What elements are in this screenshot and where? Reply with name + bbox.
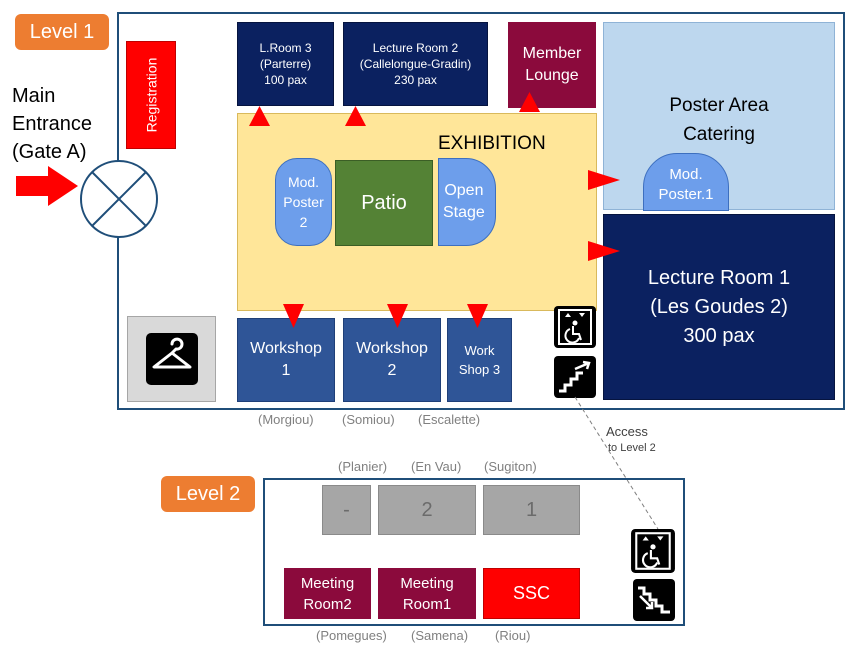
entrance-arrow-icon bbox=[16, 166, 78, 206]
room-2[interactable]: 2 bbox=[378, 485, 476, 535]
room-dash-alias: (Planier) bbox=[338, 459, 388, 474]
door-marker-lounge bbox=[519, 92, 540, 112]
lecture-room-2[interactable]: Lecture Room 2 (Callelongue-Gradin) 230 … bbox=[343, 22, 488, 106]
room-dash[interactable]: - bbox=[322, 485, 371, 535]
elevator-icon[interactable] bbox=[553, 305, 597, 349]
gate-icon[interactable] bbox=[78, 158, 160, 240]
lecture-room-3-pax: 100 pax bbox=[264, 73, 307, 87]
level1-badge: Level 1 bbox=[15, 14, 109, 50]
workshop-2[interactable]: Workshop 2 bbox=[343, 318, 441, 402]
patio[interactable]: Patio bbox=[335, 160, 433, 246]
access-label: Access bbox=[606, 424, 648, 439]
ssc-room[interactable]: SSC bbox=[483, 568, 580, 619]
room-1[interactable]: 1 bbox=[483, 485, 580, 535]
workshop-3-alias: (Escalette) bbox=[418, 412, 481, 427]
ssc-alias: (Riou) bbox=[495, 628, 531, 643]
open-stage[interactable]: Open Stage bbox=[438, 158, 496, 246]
meeting-room-1-alias: (Samena) bbox=[411, 628, 469, 643]
access-sublabel: to Level 2 bbox=[608, 442, 656, 454]
door-marker-ws1 bbox=[283, 304, 304, 328]
mod-poster-2[interactable]: Mod. Poster 2 bbox=[275, 158, 332, 246]
stairs-up-icon[interactable] bbox=[553, 355, 597, 399]
workshop-3[interactable]: Work Shop 3 bbox=[447, 318, 512, 402]
workshop-2-alias: (Somiou) bbox=[342, 412, 395, 427]
door-marker-ws2 bbox=[387, 304, 408, 328]
member-lounge[interactable]: Member Lounge bbox=[508, 22, 596, 108]
elevator-icon[interactable] bbox=[630, 528, 676, 574]
lecture-room-3-name: L.Room 3 (Parterre) bbox=[259, 41, 312, 71]
meeting-room-2-alias: (Pomegues) bbox=[316, 628, 387, 643]
door-marker-poster bbox=[588, 170, 620, 190]
mod-poster-1[interactable]: Mod. Poster.1 bbox=[643, 153, 729, 211]
level2-badge: Level 2 bbox=[161, 476, 255, 512]
exhibition-label: EXHIBITION bbox=[438, 133, 546, 154]
door-marker-lecture1 bbox=[588, 241, 620, 261]
door-marker-lroom3 bbox=[249, 106, 270, 126]
lecture-room-1[interactable]: Lecture Room 1 (Les Goudes 2) 300 pax bbox=[603, 214, 835, 400]
access-path-line bbox=[574, 396, 659, 530]
cloakroom[interactable] bbox=[127, 316, 216, 402]
meeting-room-2[interactable]: Meeting Room2 bbox=[284, 568, 371, 619]
workshop-1[interactable]: Workshop 1 bbox=[237, 318, 335, 402]
door-marker-ws3 bbox=[467, 304, 488, 328]
level2-floor-outline bbox=[263, 478, 685, 626]
lecture-room-2-name: Lecture Room 2 (Callelongue-Gradin) bbox=[359, 41, 472, 71]
meeting-room-1[interactable]: Meeting Room1 bbox=[378, 568, 476, 619]
main-entrance-label: Main Entrance (Gate A) bbox=[12, 85, 93, 163]
room-1-alias: (Sugiton) bbox=[484, 459, 537, 474]
lecture-room-3[interactable]: L.Room 3 (Parterre) 100 pax bbox=[237, 22, 334, 106]
lecture-room-2-pax: 230 pax bbox=[394, 73, 437, 87]
door-marker-lroom2 bbox=[345, 106, 366, 126]
stairs-down-icon[interactable] bbox=[632, 578, 676, 622]
room-2-alias: (En Vau) bbox=[411, 459, 462, 474]
coat-hanger-icon bbox=[145, 333, 198, 385]
workshop-1-alias: (Morgiou) bbox=[258, 412, 314, 427]
registration-desk[interactable]: Registration bbox=[126, 41, 176, 149]
